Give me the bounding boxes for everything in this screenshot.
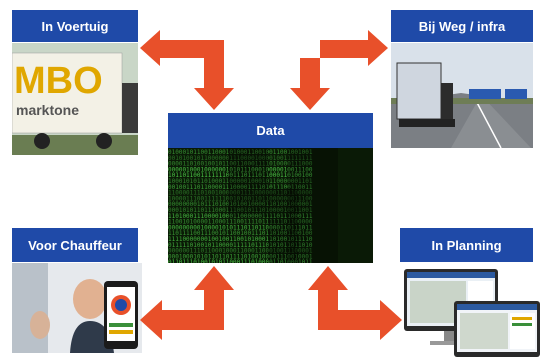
truck-photo: MBO marktone bbox=[12, 43, 138, 155]
binary-texture-line: 0100010110011000101000110010011001001001 bbox=[168, 149, 313, 156]
road-title: Bij Weg / infra bbox=[391, 10, 533, 42]
binary-texture-line: 0010100101100000011100001000010011111111 bbox=[168, 155, 313, 162]
binary-texture-line: 1101111001110010110010011101101001100100 bbox=[168, 230, 313, 237]
binary-texture-line: 0001010110111000111001011101000010011001 bbox=[168, 207, 313, 214]
planning-title: In Planning bbox=[400, 228, 533, 262]
binary-data-image: 0100010110011000101000110010011001001001… bbox=[168, 148, 373, 263]
binary-texture-line: 1000101011010001100000100010110000001101 bbox=[168, 178, 313, 185]
binary-texture-line: 0000000010111010010100100001101001000001 bbox=[168, 201, 313, 208]
truck-brand-text: MBO bbox=[14, 60, 103, 102]
binary-texture-line: 0000110100100101100110001111010000111000 bbox=[168, 161, 313, 168]
binary-texture-line: 1111000000010010011001010001101001011110 bbox=[168, 236, 313, 243]
driver-phone-photo bbox=[12, 263, 142, 353]
binary-texture-line: 0000010001000000101011100010000010011100 bbox=[168, 166, 313, 173]
binary-texture-line: 1101000111000010001100000011110111000111 bbox=[168, 213, 313, 220]
driver-title: Voor Chauffeur bbox=[12, 228, 138, 262]
binary-texture-line: 0001000101011011011110100100001110010001 bbox=[168, 253, 313, 260]
data-title: Data bbox=[168, 113, 373, 148]
binary-texture-block bbox=[288, 148, 338, 263]
binary-texture-line: 0000001110110001000110001100010011100001 bbox=[168, 248, 313, 255]
binary-texture-line: 1011011001111111001110111011000110100100 bbox=[168, 172, 313, 179]
binary-texture-block bbox=[268, 188, 298, 263]
double-arrow-icon bbox=[290, 30, 388, 110]
binary-texture-line: 0110111010010101100011101000011010001011 bbox=[168, 259, 313, 263]
double-arrow-icon bbox=[140, 30, 234, 110]
double-arrow-icon bbox=[140, 266, 234, 340]
binary-texture-line: 1000011100111111001010011011000000011100 bbox=[168, 195, 313, 202]
binary-texture-line: 0111110100101100001111101110101011011010 bbox=[168, 242, 313, 249]
binary-texture-block bbox=[228, 148, 268, 218]
highway-photo bbox=[391, 43, 533, 148]
binary-texture-line: 0010011101100001110000111101011100110011 bbox=[168, 184, 313, 191]
double-arrow-icon bbox=[308, 266, 402, 340]
binary-texture-line: 1100001110100100000011110000001101100000 bbox=[168, 190, 313, 197]
monitor-screens-image bbox=[400, 263, 542, 359]
binary-texture-line: 0000000001000010101110110110000110111011 bbox=[168, 224, 313, 231]
truck-sub-text: marktone bbox=[16, 102, 79, 118]
vehicle-title: In Voertuig bbox=[12, 10, 138, 42]
binary-texture-line: 1100101000011000111001111011111101100000 bbox=[168, 219, 313, 226]
